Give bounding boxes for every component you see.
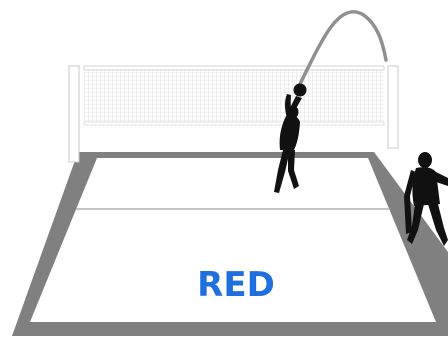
court [12,152,448,336]
net-top-band [84,66,384,70]
net-post-right [388,66,398,148]
net [69,66,398,162]
net-mesh [84,68,384,124]
team-label: RED [197,265,275,305]
net-bottom-band [84,122,384,125]
volleyball [294,84,307,97]
net-post-left [69,66,79,162]
